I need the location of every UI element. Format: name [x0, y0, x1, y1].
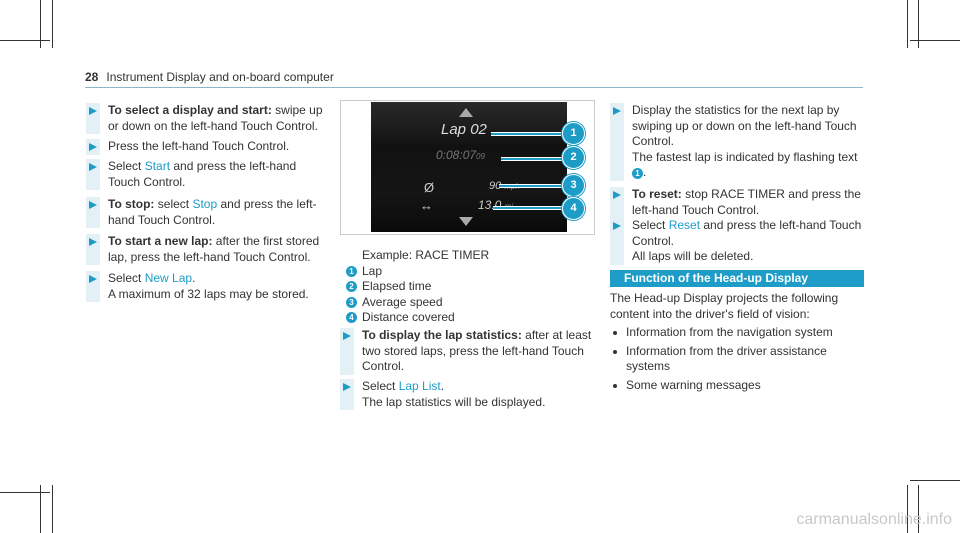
distance-symbol: ↔	[420, 198, 433, 213]
callout-2: 2	[562, 146, 585, 169]
menu-item-new-lap: New Lap	[144, 271, 193, 285]
step-arrow-icon	[610, 218, 624, 265]
average-symbol: Ø	[424, 180, 435, 195]
menu-item-lap-list: Lap List	[398, 379, 441, 393]
elapsed-time: 0:08:0709	[436, 148, 485, 162]
callout-leader	[493, 206, 563, 210]
callout-1: 1	[562, 122, 585, 145]
step-arrow-icon	[86, 234, 100, 265]
menu-item-start: Start	[144, 159, 171, 173]
crop-mark	[907, 0, 908, 48]
callout-leader	[501, 157, 563, 161]
crop-mark	[0, 40, 50, 41]
step-arrow-icon	[610, 187, 624, 218]
page-header: 28 Instrument Display and on-board comput…	[85, 70, 334, 84]
section-heading: Function of the Head-up Display	[610, 270, 864, 287]
crop-mark	[0, 492, 50, 493]
step-arrow-icon	[610, 103, 624, 181]
callout-leader	[499, 184, 563, 188]
arrow-up-icon	[459, 108, 473, 117]
step-arrow-icon	[86, 271, 100, 302]
section-body: The Head-up Display projects the followi…	[610, 291, 865, 393]
callout-leader	[491, 132, 561, 136]
list-item: Information from the navigation system	[610, 325, 865, 341]
crop-mark	[918, 0, 919, 48]
step-display-lap-statistics: To display the lap statistics: after at …	[340, 328, 595, 375]
watermark: carmanualsonline.info	[796, 511, 952, 528]
crop-mark	[52, 0, 53, 48]
section-intro: The Head-up Display projects the followi…	[610, 291, 839, 321]
step-select-start: Select Start and press the left-hand Tou…	[86, 159, 331, 190]
step-arrow-icon	[340, 328, 354, 375]
crop-mark	[907, 485, 908, 533]
step-select-new-lap: Select New Lap.A maximum of 32 laps may …	[86, 271, 331, 302]
crop-mark	[910, 40, 960, 41]
arrow-down-icon	[459, 217, 473, 226]
caption-title: Example: RACE TIMER	[362, 248, 490, 262]
header-rule	[85, 87, 863, 88]
crop-mark	[40, 485, 41, 533]
list-item: Some warning messages	[610, 378, 865, 394]
step-arrow-icon	[86, 159, 100, 190]
page-header-title: Instrument Display and on-board computer	[106, 70, 334, 84]
crop-mark	[52, 485, 53, 533]
crop-mark	[40, 0, 41, 48]
step-arrow-icon	[86, 197, 100, 228]
callout-ref-1: 1	[632, 168, 643, 179]
crop-mark	[910, 480, 960, 481]
step-next-lap-statistics: Display the statistics for the next lap …	[610, 103, 865, 181]
step-arrow-icon	[86, 139, 100, 155]
lap-label: Lap 02	[441, 121, 487, 138]
step-select-display: To select a display and start: swipe up …	[86, 103, 331, 134]
step-stop: To stop: select Stop and press the left-…	[86, 197, 331, 228]
display-screen: Lap 02 0:08:0709 Ø 90 mph ↔ 13.0 mi	[371, 102, 567, 232]
callout-4: 4	[562, 197, 585, 220]
menu-item-reset: Reset	[668, 218, 701, 232]
step-select-lap-list: Select Lap List.The lap statistics will …	[340, 379, 595, 410]
callout-3: 3	[562, 174, 585, 197]
crop-mark	[918, 485, 919, 533]
step-arrow-icon	[86, 103, 100, 134]
step-reset: To reset: stop RACE TIMER and press the …	[610, 187, 865, 218]
list-item: Information from the driver assistance s…	[610, 344, 865, 375]
page-number: 28	[85, 70, 99, 84]
menu-item-stop: Stop	[192, 197, 218, 211]
step-press-control: Press the left-hand Touch Control.	[86, 139, 331, 155]
step-new-lap: To start a new lap: after the first stor…	[86, 234, 331, 265]
race-timer-figure: Lap 02 0:08:0709 Ø 90 mph ↔ 13.0 mi 1 2 …	[340, 100, 595, 235]
step-select-reset: Select Reset and press the left-hand Tou…	[610, 218, 865, 265]
step-arrow-icon	[340, 379, 354, 410]
